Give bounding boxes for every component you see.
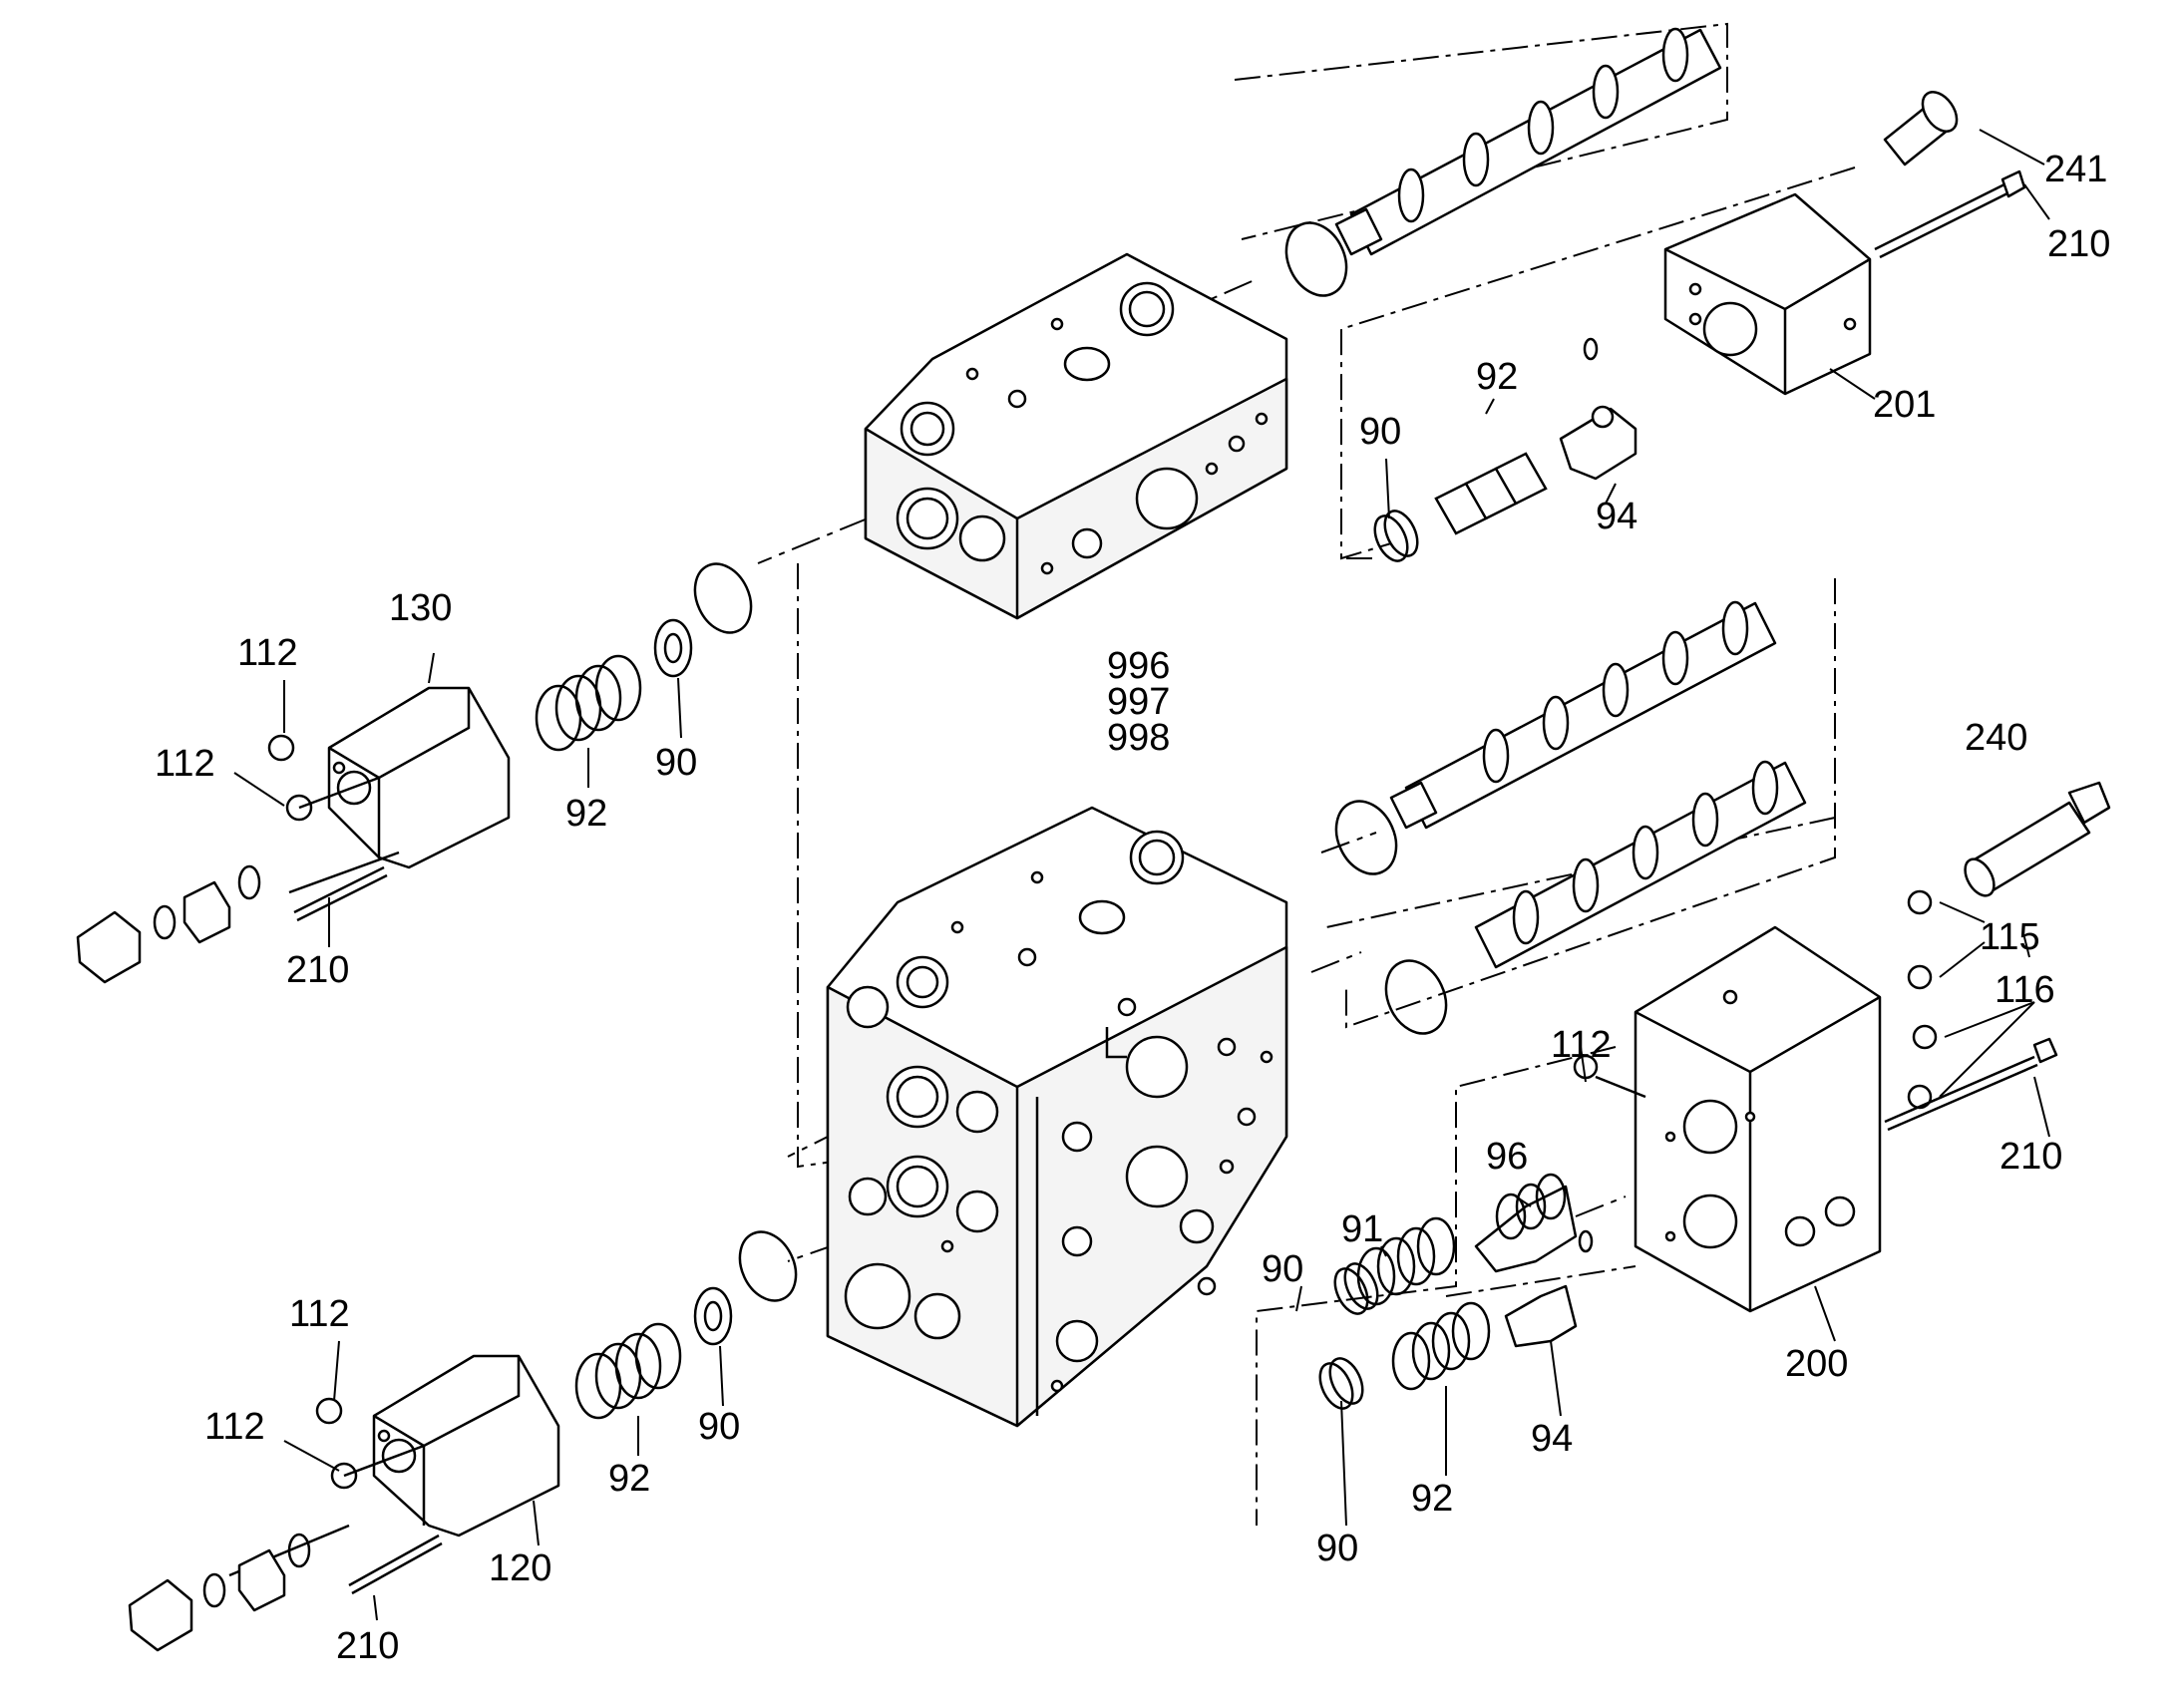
label-112-a: 112 — [237, 632, 298, 674]
label-92-left-lower: 92 — [608, 1458, 650, 1500]
lower-right-springs — [1318, 1054, 1646, 1410]
label-92-left-upper: 92 — [565, 793, 607, 835]
label-240: 240 — [1965, 717, 2027, 759]
part-number-labels: 241 210 201 92 90 94 130 112 112 92 90 2… — [155, 149, 2110, 1667]
label-94-lower: 94 — [1531, 1418, 1573, 1460]
cover-200 — [1634, 925, 1882, 1313]
upper-valve-body — [864, 252, 1288, 620]
label-112-d: 112 — [289, 1293, 350, 1335]
label-210-right: 210 — [1999, 1136, 2062, 1178]
label-90-right-lower: 90 — [1316, 1528, 1358, 1569]
plug-241 — [1883, 91, 1959, 167]
label-94-upper: 94 — [1596, 496, 1637, 537]
plug-240 — [1964, 781, 2111, 897]
label-92-right-lower: 92 — [1411, 1478, 1453, 1520]
upper-spool — [1334, 27, 1722, 256]
fittings-115-116 — [1884, 889, 2058, 1132]
middle-spool — [1389, 600, 1777, 830]
label-91: 91 — [1341, 1208, 1383, 1250]
label-96: 96 — [1486, 1136, 1528, 1178]
label-997: 997 — [1107, 681, 1170, 723]
cover-130 — [76, 618, 693, 984]
main-valve-body — [826, 806, 1288, 1428]
label-210-left-lower: 210 — [336, 1625, 399, 1667]
label-112-c: 112 — [1551, 1024, 1612, 1066]
label-996: 996 — [1107, 645, 1170, 687]
label-116: 116 — [1995, 969, 2055, 1011]
label-210-top: 210 — [2047, 223, 2110, 265]
label-200: 200 — [1785, 1343, 1848, 1385]
label-120: 120 — [489, 1547, 551, 1589]
bolt-210-top — [1874, 170, 2026, 259]
label-90-left-upper: 90 — [655, 742, 697, 784]
upper-spring-group — [1373, 337, 1637, 562]
cover-120 — [128, 1286, 733, 1652]
o-rings — [693, 221, 1448, 1302]
label-241: 241 — [2044, 149, 2107, 190]
label-115: 115 — [1980, 916, 2040, 958]
label-130: 130 — [389, 587, 452, 629]
label-92-upper-right: 92 — [1476, 356, 1518, 398]
cover-201 — [1663, 192, 1872, 396]
label-112-e: 112 — [204, 1406, 265, 1448]
leader-lines — [233, 129, 2050, 1621]
label-90-left-lower: 90 — [698, 1406, 740, 1448]
lower-spool — [1474, 760, 1807, 969]
label-998: 998 — [1107, 717, 1170, 759]
label-90-upper-right: 90 — [1359, 411, 1401, 453]
label-210-left-upper: 210 — [286, 949, 349, 991]
label-201: 201 — [1873, 384, 1936, 426]
label-112-b: 112 — [155, 743, 215, 785]
label-90-right-upper: 90 — [1262, 1248, 1303, 1290]
